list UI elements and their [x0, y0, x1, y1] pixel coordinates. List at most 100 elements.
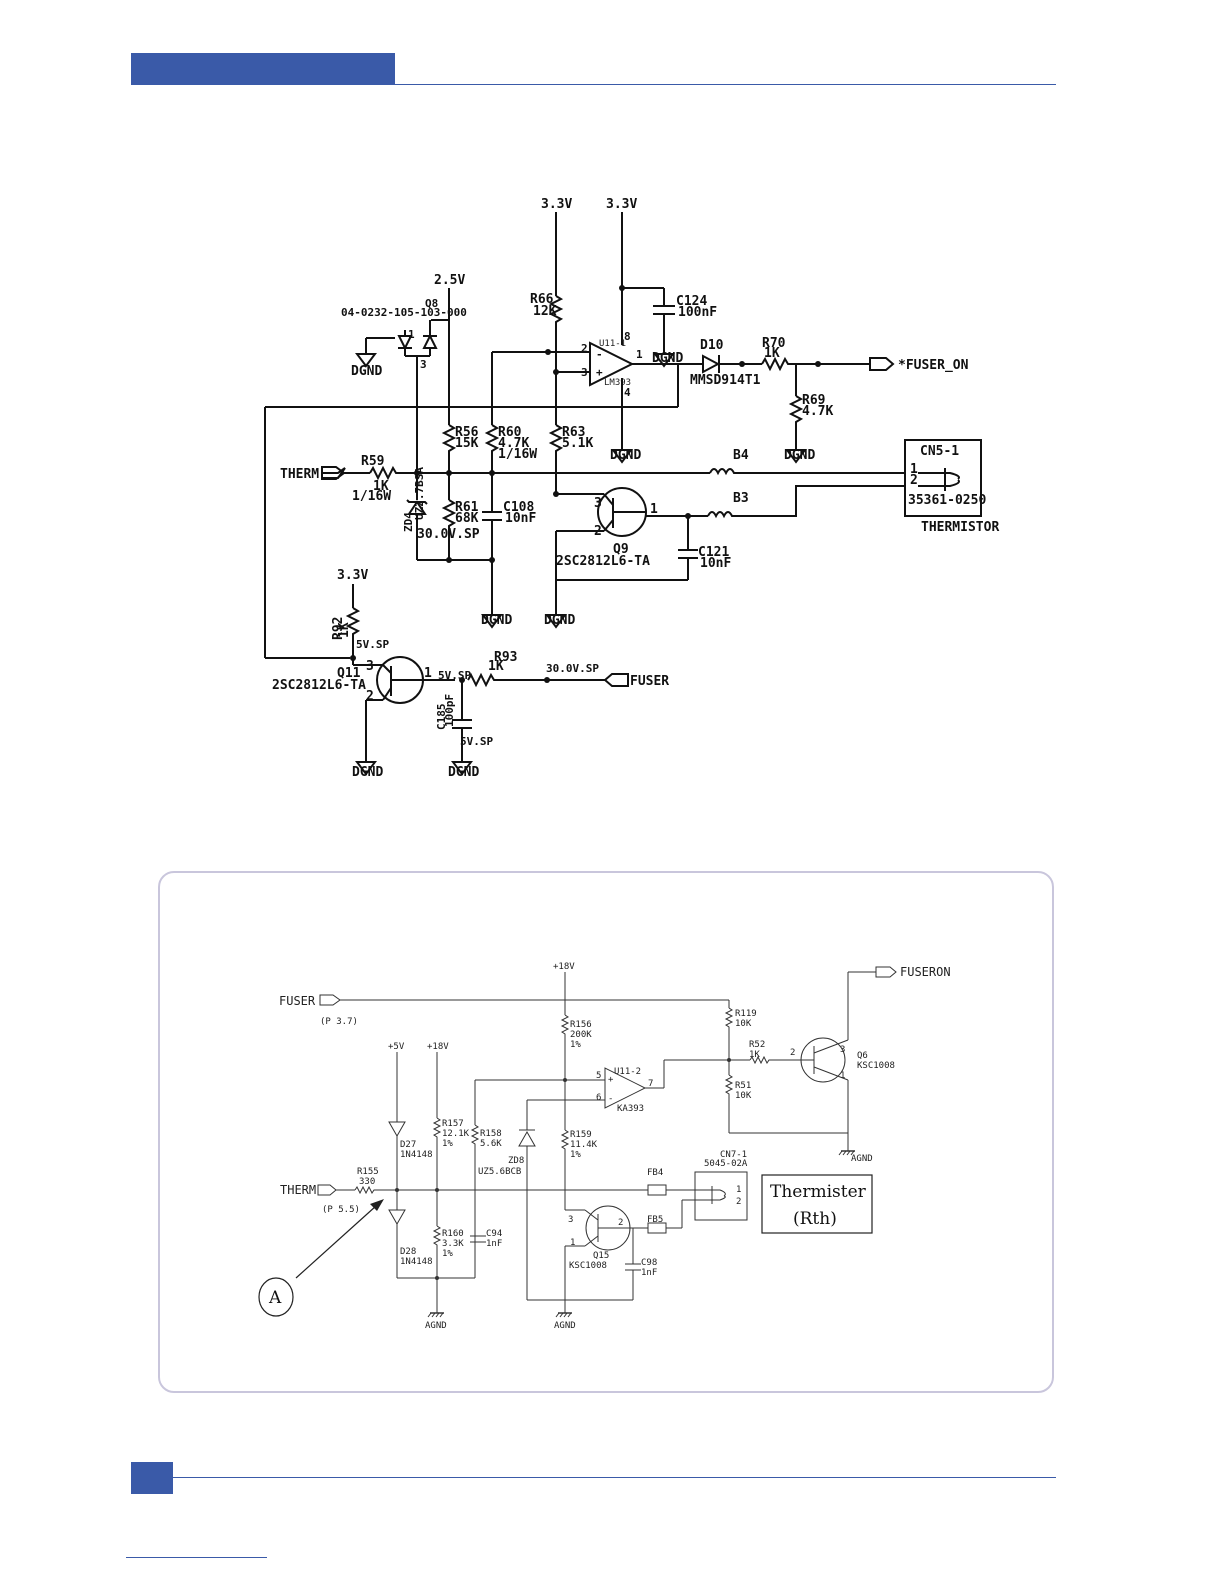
r119-ref: R119 — [735, 1009, 757, 1019]
r157-tol: 1% — [442, 1139, 453, 1149]
b3-label: B3 — [733, 491, 749, 506]
therm-label-bottom: THERM — [280, 1183, 316, 1197]
gnd-c124: DGND — [652, 351, 683, 366]
cn5-pin2: 2 — [910, 473, 918, 488]
r159-tol: 1% — [570, 1150, 581, 1160]
svg-text:7: 7 — [648, 1079, 653, 1089]
svg-text:2: 2 — [618, 1218, 623, 1228]
d28-ref: D28 — [400, 1247, 416, 1257]
r61-value: 68K — [455, 511, 479, 526]
r56-value: 15K — [455, 436, 479, 451]
q8-ref: Q8 — [425, 297, 438, 310]
cn5-pin1: 1 — [910, 462, 918, 477]
q8-part: 04-0232-105-103-000 — [341, 306, 467, 319]
cn5-part: 35361-0250 — [908, 493, 986, 508]
q15-part: KSC1008 — [569, 1261, 607, 1271]
fuser-page-ref: (P 3.7) — [320, 1017, 358, 1027]
c185-value: 100pF — [443, 694, 456, 727]
q11-part: 2SC2812L6-TA — [272, 678, 366, 693]
c108-value: 10nF — [505, 511, 536, 526]
r56-ref: R56 — [455, 425, 479, 440]
header-tab — [131, 53, 395, 85]
net-5vsp-a: 5V.SP — [356, 638, 389, 651]
fb5-label: FB5 — [647, 1215, 663, 1225]
r119-value: 10K — [735, 1019, 752, 1029]
svg-text:3: 3 — [840, 1045, 845, 1055]
top-schematic: 3.3V 3.3V 2.5V 04-0232-105-103-000 Q8 1 … — [264, 197, 999, 780]
thermister-rth: (Rth) — [793, 1209, 837, 1229]
c108-ref: C108 — [503, 500, 534, 515]
fuser-label-top: FUSER — [630, 674, 669, 689]
svg-text:4: 4 — [624, 386, 631, 399]
rail-3v3-a: 3.3V — [541, 197, 572, 212]
c124-ref: C124 — [676, 294, 707, 309]
cn7-pin1: 1 — [736, 1185, 741, 1195]
r155-ref: R155 — [357, 1167, 379, 1177]
net-30v-sp-b: 30.0V.SP — [546, 662, 599, 675]
thermister-label: Thermister — [770, 1182, 867, 1202]
cn5-ref: CN5-1 — [920, 444, 959, 459]
svg-text:1: 1 — [840, 1071, 845, 1081]
cn7-ref: CN7-1 — [720, 1150, 747, 1160]
q6-ref: Q6 — [857, 1051, 868, 1061]
r70-ref: R70 — [762, 336, 786, 351]
q6-part: KSC1008 — [857, 1061, 895, 1071]
svg-text:2: 2 — [366, 689, 374, 704]
q15-ref: Q15 — [593, 1251, 609, 1261]
r69-ref: R69 — [802, 393, 825, 408]
svg-text:3: 3 — [594, 496, 602, 511]
svg-text:3: 3 — [366, 659, 374, 674]
c94-ref: C94 — [486, 1229, 502, 1239]
fuseron-label: FUSERON — [900, 965, 951, 979]
r160-tol: 1% — [442, 1249, 453, 1259]
cn5-label: THERMISTOR — [921, 520, 999, 535]
r155-value: 330 — [359, 1177, 375, 1187]
r157-ref: R157 — [442, 1119, 464, 1129]
footer-tab — [131, 1462, 173, 1494]
r156-value: 200K — [570, 1030, 592, 1040]
r69-value: 4.7K — [802, 404, 833, 419]
footer-underline — [126, 1557, 267, 1558]
d27-part: 1N4148 — [400, 1150, 433, 1160]
r93-value: 1K — [488, 659, 504, 674]
gnd-q8: DGND — [351, 364, 382, 379]
svg-text:2: 2 — [790, 1048, 795, 1058]
r52-value: 1K — [749, 1050, 760, 1060]
footer-rule — [173, 1477, 1056, 1478]
c98-value: 1nF — [641, 1268, 657, 1278]
net-5vsp-b: 5V.SP — [438, 669, 471, 682]
therm-page-ref: (P 5.5) — [322, 1205, 360, 1215]
r156-tol: 1% — [570, 1040, 581, 1050]
r66-ref: R66 — [530, 292, 554, 307]
r92-ref: R92 — [331, 617, 346, 640]
svg-text:1: 1 — [570, 1238, 575, 1248]
svg-text:-: - — [596, 348, 603, 361]
r156-ref: R156 — [570, 1020, 592, 1030]
r59-rating: 1/16W — [352, 489, 391, 504]
fuser-on-label: *FUSER_ON — [898, 358, 969, 373]
r60-rating: 1/16W — [498, 447, 537, 462]
c121-ref: C121 — [698, 545, 729, 560]
svg-text:3: 3 — [568, 1215, 573, 1225]
u11-2-ref: U11-2 — [614, 1067, 641, 1077]
r92-value: 1K — [337, 622, 352, 638]
u11-2-part: KA393 — [617, 1104, 644, 1114]
r60-ref: R60 — [498, 425, 522, 440]
gnd-u11: DGND — [610, 448, 641, 463]
q11-ref: Q11 — [337, 666, 361, 681]
u11-part: LM393 — [604, 378, 631, 388]
r52-ref: R52 — [749, 1040, 765, 1050]
callout-a: A — [268, 1288, 282, 1308]
fb4-label: FB4 — [647, 1168, 663, 1178]
r59-ref: R59 — [361, 454, 384, 469]
r51-ref: R51 — [735, 1081, 751, 1091]
rail-18v-b: +18V — [427, 1042, 449, 1052]
svg-text:3: 3 — [581, 366, 588, 379]
fuser-label-bottom: FUSER — [279, 994, 316, 1008]
rail-18v-a: +18V — [553, 962, 575, 972]
svg-text:8: 8 — [624, 330, 631, 343]
r66-value: 12K — [533, 304, 557, 319]
zd8-ref: ZD8 — [508, 1156, 524, 1166]
svg-text:1: 1 — [424, 666, 432, 681]
